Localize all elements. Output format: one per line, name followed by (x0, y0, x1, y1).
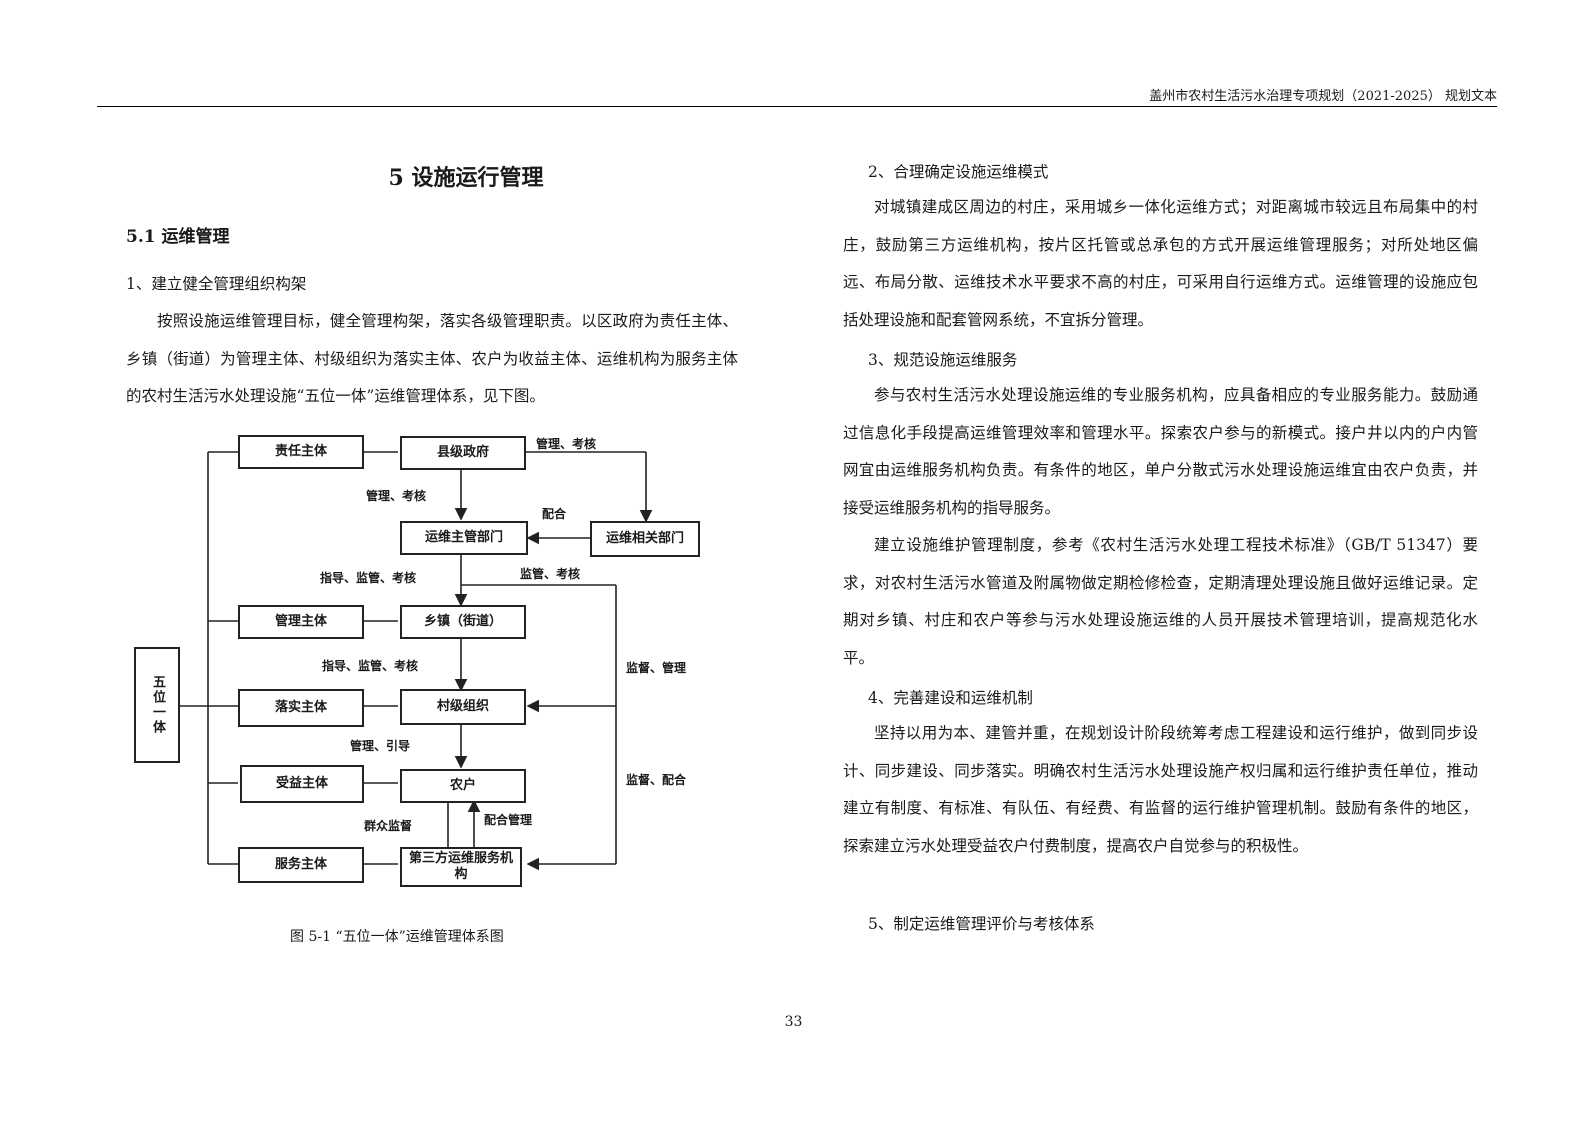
box-implementation-subject: 落实主体 (238, 689, 364, 727)
box-farmer-household: 农户 (400, 769, 526, 803)
item3-heading: 3、规范设施运维服务 (868, 351, 1018, 369)
item4-body: 坚持以用为本、建管并重，在规划设计阶段统筹考虑工程建设和运行维护，做到同步设计、… (843, 724, 1478, 855)
label-supervise-manage: 监督、管理 (626, 661, 687, 675)
box-third-party-service: 第三方运维服务机构 (400, 847, 522, 887)
item5-heading: 5、制定运维管理评价与考核体系 (868, 915, 1095, 933)
item3-body-1: 参与农村生活污水处理设施运维的专业服务机构，应具备相应的专业服务能力。鼓励通过信… (843, 386, 1478, 517)
running-header: 盖州市农村生活污水治理专项规划（2021-2025） 规划文本 (1149, 89, 1497, 104)
label-manage-guide: 管理、引导 (350, 739, 411, 753)
management-system-diagram: 五位一体 责任主体 管理主体 落实主体 受益主体 服务主体 县级政府 运维主管部… (118, 425, 718, 913)
box-management-subject: 管理主体 (238, 605, 364, 639)
box-service-subject: 服务主体 (238, 847, 364, 883)
box-county-government: 县级政府 (400, 436, 526, 470)
label-supervise-cooperate: 监督、配合 (626, 773, 687, 787)
box-township: 乡镇（街道） (400, 605, 526, 639)
label-guide-supervise-assess-2: 指导、监管、考核 (322, 659, 419, 673)
page-number: 33 (784, 1014, 803, 1030)
chapter-title: 5 设施运行管理 (388, 165, 544, 191)
item2-body: 对城镇建成区周边的村庄，采用城乡一体化运维方式；对距离城市较远且布局集中的村庄，… (843, 198, 1478, 329)
label-manage-assess-top: 管理、考核 (536, 437, 597, 451)
box-om-department: 运维主管部门 (400, 521, 528, 555)
box-related-departments: 运维相关部门 (590, 521, 700, 557)
section-title: 5.1 运维管理 (126, 227, 230, 247)
label-guide-supervise-assess-1: 指导、监管、考核 (320, 571, 417, 585)
label-supervise-assess: 监管、考核 (520, 567, 581, 581)
box-five-in-one: 五位一体 (134, 647, 180, 763)
label-cooperate-manage: 配合管理 (484, 813, 533, 827)
diagram-connectors (180, 451, 653, 871)
figure-caption: 图 5-1 “五位一体”运维管理体系图 (290, 929, 504, 945)
box-village-organization: 村级组织 (400, 689, 526, 725)
box-beneficiary-subject: 受益主体 (240, 765, 364, 803)
header-rule (97, 106, 1497, 107)
item3-body-2: 建立设施维护管理制度，参考《农村生活污水处理工程技术标准》（GB/T 51347… (843, 536, 1478, 667)
item2-heading: 2、合理确定设施运维模式 (868, 163, 1049, 181)
label-cooperate: 配合 (542, 507, 567, 521)
box-responsibility-subject: 责任主体 (238, 435, 364, 469)
item1-heading: 1、建立健全管理组织构架 (126, 275, 307, 293)
label-manage-assess: 管理、考核 (366, 489, 427, 503)
item1-body: 按照设施运维管理目标，健全管理构架，落实各级管理职责。以区政府为责任主体、乡镇（… (126, 312, 738, 405)
item4-heading: 4、完善建设和运维机制 (868, 689, 1033, 707)
label-public-supervision: 群众监督 (364, 819, 413, 833)
